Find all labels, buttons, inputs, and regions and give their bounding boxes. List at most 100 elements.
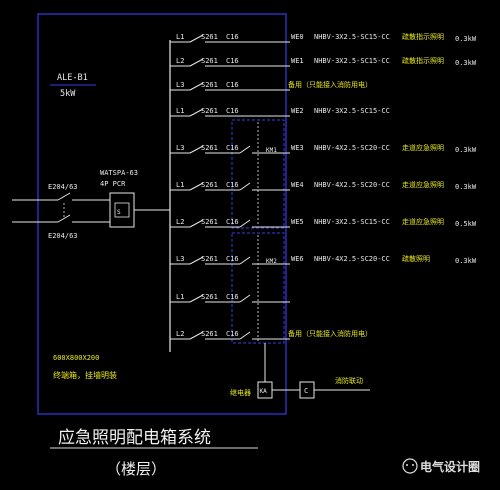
circuit-load: 疏散指示照明 [402,32,444,41]
circuit-breaker: S261 [201,181,218,189]
circuit-rating: C16 [226,181,239,189]
contactor-contact-blade [239,145,251,154]
circuit-breaker: S261 [201,33,218,41]
circuit-cable: NHBV-3X2.5-SC15-CC [314,33,390,41]
circuit-breaker-blade [189,108,204,117]
circuit-phase: L3 [176,81,184,89]
circuit-cable: NHBV-3X2.5-SC15-CC [314,57,390,65]
circuit-breaker: S261 [201,218,218,226]
circuit-power: 0.3kW [455,35,477,43]
circuit-breaker: S261 [201,107,218,115]
circuit-rating: C16 [226,81,239,89]
circuit-load: 走道应急照明 [402,180,444,189]
circuit-breaker-blade [189,219,204,228]
panel-name: ALE-B1 [57,73,88,83]
circuit-breaker-blade [189,145,204,154]
circuit-id: WE0 [291,33,304,41]
circuit-rating: C16 [226,144,239,152]
contactor-group-1-frame [231,119,285,229]
circuit-breaker: S261 [201,81,218,89]
incoming-device-spec: 4P PCR [100,180,126,188]
incoming-switch-lower-blade [57,214,71,223]
caption-title: 应急照明配电箱系统 [58,428,211,448]
incoming-switch-upper-blade [57,192,71,201]
circuit-load: 走道应急照明 [402,217,444,226]
circuit-load: 疏散照明 [402,254,430,263]
circuit-power: 0.3kW [455,257,477,265]
contactor-km2-label: KM2 [266,258,277,265]
contactor-contact-blade [239,219,251,228]
circuit-breaker: S261 [201,255,218,263]
wechat-logo-dot-2 [412,464,414,466]
caption-subtitle: （楼层） [106,460,166,478]
transfer-switch-symbol: S [117,209,121,216]
wechat-logo-icon [402,458,418,474]
circuit-breaker: S261 [201,144,218,152]
circuit-phase: L1 [176,107,184,115]
circuit-breaker-blade [189,82,204,91]
contactor-group-2-frame [231,232,285,344]
panel-size: 600X800X200 [53,354,99,362]
circuit-cable: NHBV-4X2.5-SC20-CC [314,255,390,263]
circuit-rating: C16 [226,107,239,115]
circuit-phase: L1 [176,33,184,41]
circuit-phase: L3 [176,144,184,152]
circuit-id: WE2 [291,107,304,115]
circuit-breaker-blade [189,294,204,303]
transfer-switch-inner [114,202,130,218]
circuit-load: 走道应急照明 [402,143,444,152]
circuit-id: WE1 [291,57,304,65]
relay-symbol: KA [260,388,268,395]
contactor-contact-blade [239,331,251,340]
circuit-rating: C16 [226,33,239,41]
circuit-phase: L2 [176,330,184,338]
circuit-rating: C16 [226,293,239,301]
circuit-breaker: S261 [201,330,218,338]
contactor-contact-blade [239,256,251,265]
circuit-id: WE5 [291,218,304,226]
circuit-power: 0.3kW [455,146,477,154]
circuit-breaker-blade [189,182,204,191]
wechat-logo-dot-1 [406,464,408,466]
panel-power: 5kW [60,89,76,99]
panel-enclosure [37,13,287,415]
circuit-power: 0.5kW [455,220,477,228]
circuit-load: 疏散指示照明 [402,56,444,65]
relay-label: 继电器 [230,388,251,397]
circuit-rating: C16 [226,218,239,226]
circuit-cable: NHBV-3X2.5-SC15-CC [314,218,390,226]
circuit-breaker-blade [189,58,204,67]
circuit-id: WE3 [291,144,304,152]
contactor-contact-blade [239,294,251,303]
contactor-km1-label: KM1 [266,147,277,154]
circuit-phase: L3 [176,255,184,263]
circuit-rating: C16 [226,57,239,65]
circuit-breaker: S261 [201,293,218,301]
circuit-rating: C16 [226,255,239,263]
circuit-cable: NHBV-3X2.5-SC15-CC [314,107,390,115]
circuit-rating: C16 [226,330,239,338]
incoming-device: WATSPA-63 [100,169,138,177]
circuit-breaker: S261 [201,57,218,65]
fire-contact-symbol: C [304,387,308,395]
circuit-phase: L2 [176,57,184,65]
watermark-text: 电气设计圈 [420,460,481,474]
circuit-id: WE6 [291,255,304,263]
circuit-id: WE4 [291,181,304,189]
circuit-breaker-blade [189,331,204,340]
panel-install-note: 终端箱，挂墙明装 [53,370,117,380]
circuit-load: 备用（只能接入消防用电） [288,329,372,338]
incoming-switch-lower: E204/63 [48,232,78,240]
contactor-contact-blade [239,182,251,191]
circuit-cable: NHBV-4X2.5-SC20-CC [314,181,390,189]
circuit-power: 0.3kW [455,183,477,191]
incoming-switch-upper: E204/63 [48,183,78,191]
circuit-phase: L1 [176,293,184,301]
circuit-cable: NHBV-4X2.5-SC20-CC [314,144,390,152]
circuit-power: 0.3kW [455,59,477,67]
circuit-breaker-blade [189,34,204,43]
transfer-switch-box [109,192,135,228]
